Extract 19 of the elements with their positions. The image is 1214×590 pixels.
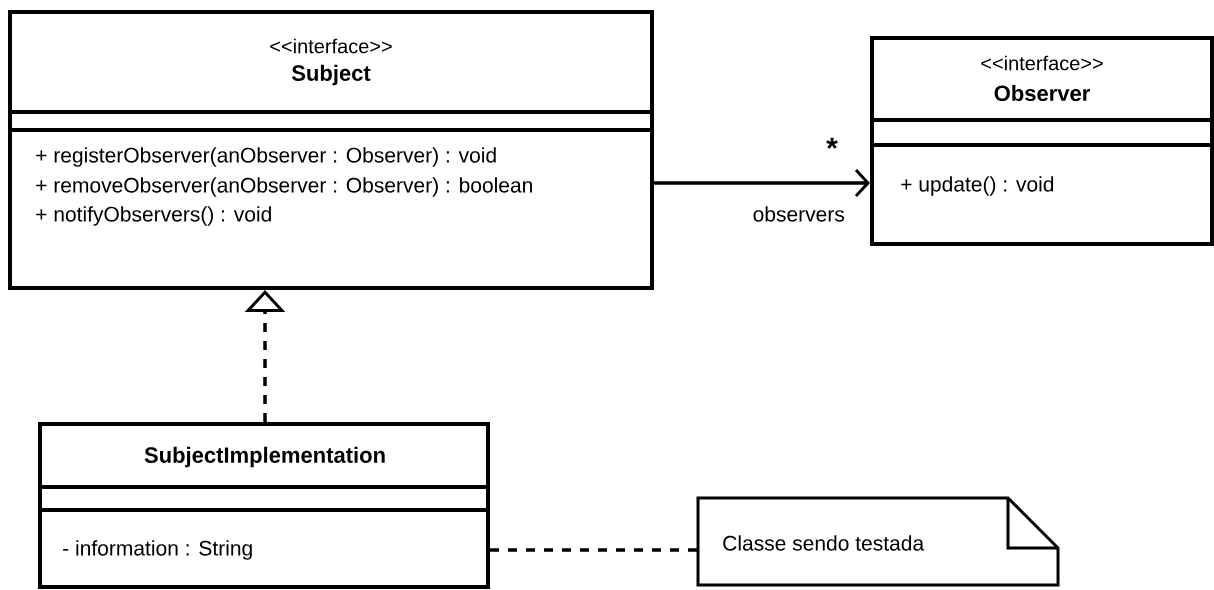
- class-name: Observer: [994, 84, 1090, 102]
- member-text: + notifyObservers() : void: [36, 206, 271, 226]
- role-label: observers: [753, 206, 845, 222]
- multiplicity-label: *: [826, 137, 838, 149]
- member-text: + removeObserver(anObserver : Observer) : boolean: [36, 177, 532, 197]
- association-arrow: [654, 169, 870, 197]
- note-connector: [490, 548, 698, 552]
- class-name: Subject: [291, 64, 371, 86]
- stereotype-text: <<interface>>: [981, 55, 1103, 71]
- note-box: [696, 496, 1060, 587]
- member-text: - information : String: [63, 540, 252, 560]
- class-box: [38, 422, 490, 589]
- stereotype-text: <<interface>>: [270, 38, 392, 54]
- member-text: + registerObserver(anObserver : Observer) : void: [36, 147, 496, 167]
- class-box: [870, 36, 1214, 246]
- note-text: Classe sendo testada: [723, 535, 925, 551]
- class-box: [8, 10, 654, 290]
- member-text: + update() : void: [901, 176, 1054, 196]
- class-name: SubjectImplementation: [144, 446, 385, 468]
